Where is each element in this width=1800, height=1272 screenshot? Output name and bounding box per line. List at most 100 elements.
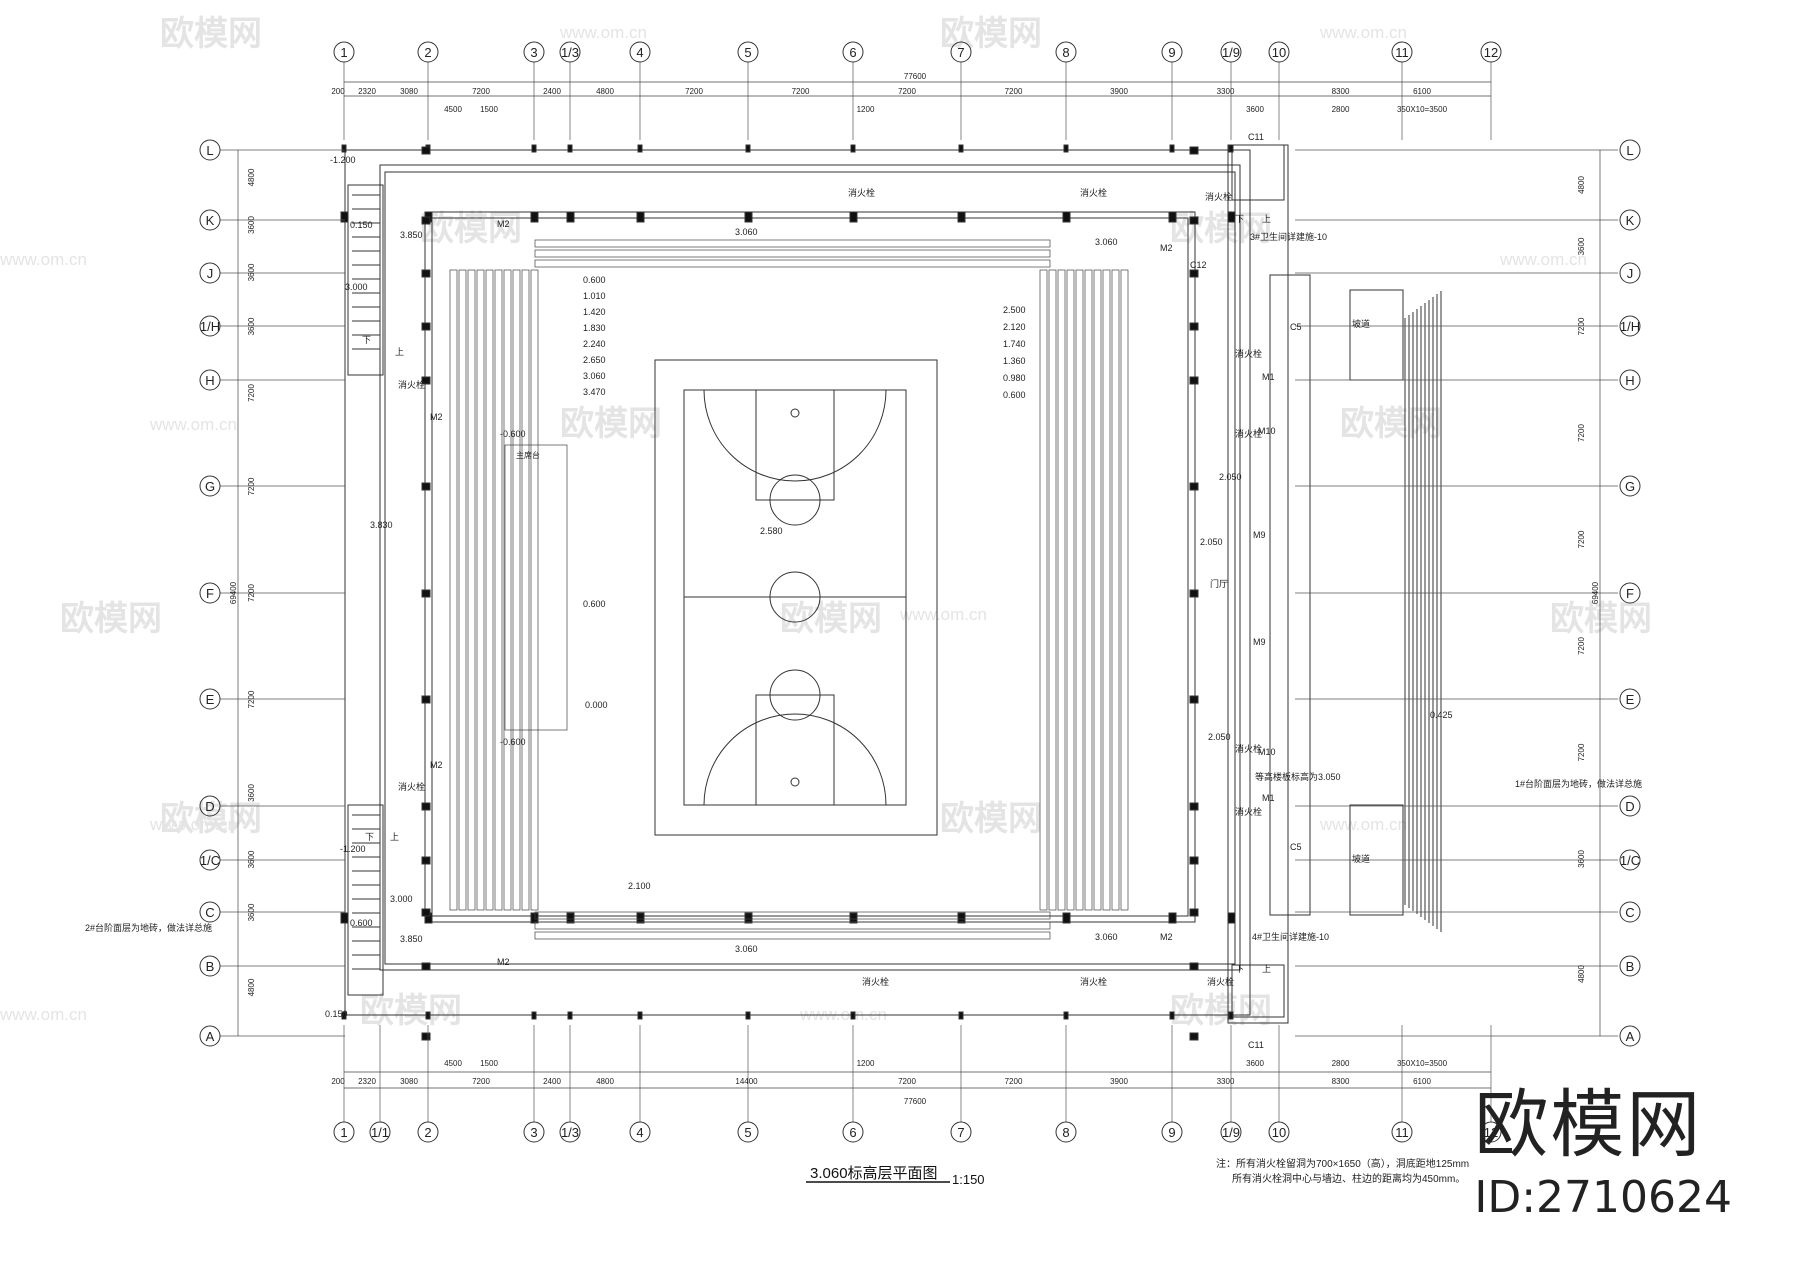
seat-row-east	[1120, 269, 1129, 911]
axis-label-col: 6	[849, 45, 856, 60]
watermark-brand-text: 欧模网	[780, 600, 882, 638]
watermark-site-text: www.om.cn	[149, 815, 237, 834]
wc3-note: 3#卫生间详建施-10	[1250, 231, 1327, 242]
axis-label-col: 7	[957, 45, 964, 60]
elevation-label: -0.600	[500, 737, 526, 747]
stair-up: 上	[1262, 214, 1271, 224]
axis-bubble	[1391, 41, 1413, 63]
stair-up: 上	[1262, 964, 1271, 974]
dim-left: 7200	[247, 477, 256, 495]
axis-bubble	[1619, 139, 1641, 161]
column	[957, 211, 966, 223]
watermark-brand-text: 欧模网	[1170, 992, 1272, 1030]
axis-bubble	[1619, 262, 1641, 284]
watermark-site-text: www.om.cn	[1499, 250, 1587, 269]
axis-label-row: 1/H	[1620, 319, 1640, 334]
column	[341, 1011, 347, 1020]
axis-bubble	[629, 41, 651, 63]
axis-label-row: C	[205, 905, 214, 920]
column	[421, 908, 431, 917]
column	[1189, 856, 1199, 865]
hall-label: 门厅	[1210, 578, 1228, 589]
hydrant-label: 消火栓	[1235, 348, 1262, 359]
hydrant-label: 消火栓	[1080, 976, 1107, 987]
stage-label: 主席台	[516, 450, 540, 460]
axis-bubble	[1391, 1121, 1413, 1143]
axis-label-row: H	[205, 373, 214, 388]
outer-wall	[379, 164, 1241, 971]
concourse-wall-inner	[431, 217, 1189, 917]
tier-level-right: 1.740	[1003, 339, 1026, 349]
seat-row-south	[534, 911, 1051, 920]
door-label: M2	[1160, 243, 1173, 253]
watermark-brand-text: 欧模网	[420, 210, 522, 248]
column	[1227, 211, 1236, 223]
axis-bubble	[1268, 1121, 1290, 1143]
column	[1189, 908, 1199, 917]
door-label: M2	[430, 412, 443, 422]
tier-level-right: 0.980	[1003, 373, 1026, 383]
dim-overall-depth: 69400	[229, 581, 238, 604]
watermark-site-text: www.om.cn	[0, 250, 87, 269]
column	[957, 912, 966, 924]
dim-bottom: 4800	[596, 1077, 614, 1086]
door-label: M2	[497, 219, 510, 229]
watermark-brand-text: 欧模网	[1550, 600, 1652, 638]
dim-top: 7200	[898, 87, 916, 96]
tier-level-right: 2.120	[1003, 322, 1026, 332]
elevation-label: 3.850	[400, 934, 423, 944]
axis-bubble	[1619, 955, 1641, 977]
axis-bubble	[199, 315, 221, 337]
spectator-seating: 主席台	[449, 239, 1129, 940]
dim-bottom: 200	[331, 1077, 345, 1086]
seat-row-east	[1111, 269, 1120, 911]
column	[1189, 269, 1199, 278]
axis-bubble	[1480, 1121, 1502, 1143]
watermark-brand-text: 欧模网	[940, 15, 1042, 53]
seat-row-west	[467, 269, 476, 911]
watermark-brand-text: 欧模网	[560, 405, 662, 443]
column	[421, 1032, 431, 1041]
dim-sub-bottom: 4500	[444, 1059, 462, 1068]
hydrant-label: 消火栓	[1235, 743, 1262, 754]
axis-label-row: H	[1625, 373, 1634, 388]
hoop-north	[790, 408, 800, 418]
watermark-site-text: www.om.cn	[899, 605, 987, 624]
dim-top: 2320	[358, 87, 376, 96]
dim-left: 3600	[247, 903, 256, 921]
dim-overall: 77600	[904, 72, 927, 81]
elevation-label: 0.600	[350, 918, 373, 928]
column	[566, 211, 575, 223]
axis-bubble	[1619, 475, 1641, 497]
axis-label-col: 9	[1168, 1125, 1175, 1140]
dim-top: 3080	[400, 87, 418, 96]
elevation-label: 0.425	[1430, 710, 1453, 720]
axis-label-row: D	[1625, 799, 1634, 814]
elevation-label: -1.200	[330, 155, 356, 165]
dim-top: 8300	[1332, 87, 1350, 96]
dim-top: 6100	[1413, 87, 1431, 96]
dim-overall: 77600	[904, 1097, 927, 1106]
east-block	[1227, 144, 1289, 1024]
column	[421, 482, 431, 491]
elevation-label: 0.150	[325, 1009, 348, 1019]
stair-down: 下	[1235, 214, 1244, 224]
column	[745, 1011, 751, 1020]
stair-sw	[347, 804, 384, 996]
note-line-1: 注：所有消火栓留洞为700×1650（高），洞底距地125mm	[1216, 1157, 1469, 1170]
column	[1189, 376, 1199, 385]
column	[1189, 802, 1199, 811]
column	[636, 912, 645, 924]
axis-label-col: 10	[1272, 45, 1286, 60]
seat-row-west	[521, 269, 530, 911]
annotations: 3.0603.0603.0603.0603.8503.8303.8503.000…	[85, 132, 1642, 1050]
axis-label-row: J	[1627, 266, 1634, 281]
door-label: M2	[430, 760, 443, 770]
dim-bottom: 7200	[1005, 1077, 1023, 1086]
seat-row-east	[1057, 269, 1066, 911]
column	[421, 376, 431, 385]
axis-label-row: A	[206, 1029, 215, 1044]
dim-top: 7200	[792, 87, 810, 96]
axis-bubble	[369, 1121, 391, 1143]
dim-left: 3600	[247, 263, 256, 281]
